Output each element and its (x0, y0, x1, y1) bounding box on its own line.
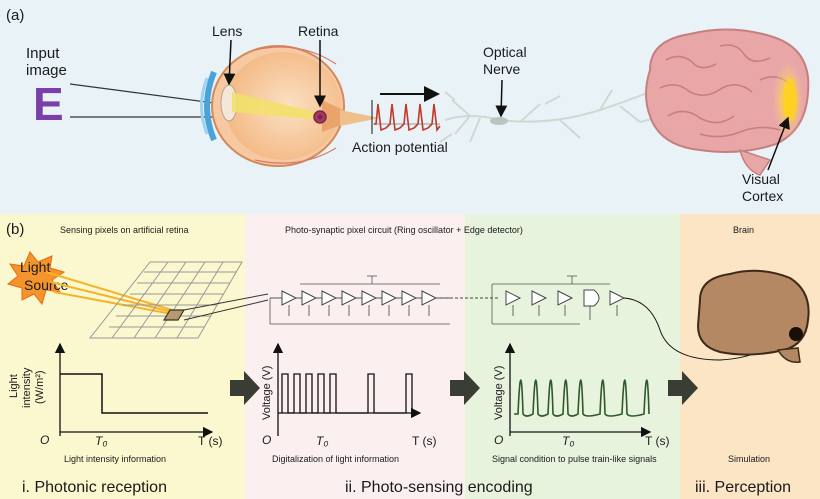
transition-arrows (230, 371, 698, 405)
section-4-footer: iii. Perception (695, 479, 791, 496)
plot1-xlabel: T (s) (198, 434, 222, 448)
nerve-cell-body (490, 117, 508, 125)
optical-nerve-label-line2: Nerve (483, 61, 521, 77)
sensor-grid (88, 261, 243, 339)
pixel-to-circuit-link-bottom (183, 299, 269, 321)
section-3-background (465, 214, 680, 499)
retina-label: Retina (298, 23, 339, 39)
plot1-origin: O (40, 433, 49, 447)
lens-label: Lens (212, 23, 242, 39)
light-source-label-line1: Light (20, 259, 50, 275)
section-1-title: Sensing pixels on artificial retina (60, 225, 189, 235)
light-intensity-ylabel-line2: intensity (21, 367, 33, 408)
panel-b-label: (b) (6, 221, 24, 238)
eye (200, 45, 380, 167)
section-4-caption: Simulation (728, 454, 770, 464)
brain (645, 28, 810, 176)
plot2-xlabel: T (s) (412, 434, 436, 448)
visual-cortex-label-line2: Cortex (742, 188, 783, 204)
light-source-label-line2: Source (24, 277, 69, 293)
lens-pointer (223, 39, 236, 86)
plot2-caption: Digitalization of light information (272, 454, 399, 464)
section-2-background (245, 214, 465, 499)
panel-a-label: (a) (6, 7, 24, 24)
plot1-t0: T₀ (95, 434, 107, 448)
optical-nerve (439, 87, 661, 143)
plot1-caption: Light intensity information (64, 454, 166, 464)
light-intensity-ylabel-line1: Light (8, 374, 20, 398)
arrow-sec3-sec4 (668, 371, 698, 405)
ring-oscillator-circuit (269, 275, 500, 325)
selected-pixel (162, 309, 186, 321)
visual-cortex-pointer (767, 116, 790, 171)
section-1-footer: i. Photonic reception (22, 479, 167, 496)
section-2-footer: ii. Photo-sensing encoding (345, 479, 533, 496)
spiking-pulse-train (514, 379, 650, 417)
section-4-title: Brain (733, 225, 754, 235)
optical-nerve-pointer (495, 79, 508, 118)
input-image-label-line2: image (26, 62, 67, 79)
panel-b: (b) Sensing pixels on artificial retina … (0, 214, 820, 499)
visual-cortex-label-line1: Visual (742, 171, 780, 187)
input-letter: E (33, 78, 64, 130)
digital-pulse-train (281, 373, 413, 414)
digitalization-plot (272, 342, 422, 436)
arrow-sec1-sec2 (230, 371, 260, 405)
plot2-t0: T₀ (316, 434, 328, 448)
action-potential-label: Action potential (352, 139, 448, 155)
brain-simulation (696, 269, 810, 363)
section-2-title: Photo-synaptic pixel circuit (Ring oscil… (285, 225, 523, 235)
light-intensity-curve (60, 373, 208, 414)
plot3-t0: T₀ (562, 434, 574, 448)
optical-nerve-label-line1: Optical (483, 44, 527, 60)
pixel-to-circuit-link-top (183, 293, 269, 311)
plot2-origin: O (262, 433, 271, 447)
input-image-label-line1: Input (26, 45, 60, 62)
plot3-origin: O (494, 433, 503, 447)
light-source (6, 251, 66, 306)
light-intensity-ylabel-line3: (W/m²) (34, 370, 46, 404)
panel-a: (a) Input image E Lens Retina (0, 0, 820, 214)
plot3-ylabel: Voltage (V) (493, 366, 505, 420)
plot2-ylabel: Voltage (V) (261, 366, 273, 420)
action-potential-plot (371, 86, 441, 134)
plot3-caption: Signal condition to pulse train-like sig… (492, 454, 657, 464)
edge-detector-circuit (491, 275, 626, 325)
pulse-train-plot (504, 342, 652, 438)
arrow-sec2-sec3 (450, 371, 480, 405)
plot3-xlabel: T (s) (645, 434, 669, 448)
light-intensity-plot (54, 342, 214, 438)
